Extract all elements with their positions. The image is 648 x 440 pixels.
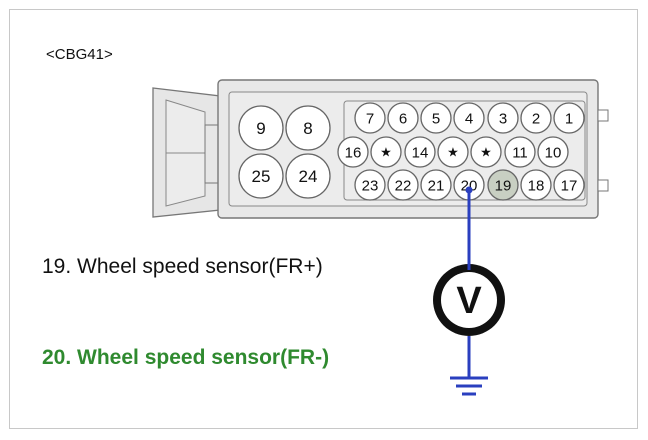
svg-text:19: 19: [495, 177, 512, 194]
svg-text:23: 23: [362, 177, 379, 194]
svg-text:20: 20: [461, 177, 478, 194]
right-notch-bottom: [597, 179, 609, 192]
svg-text:14: 14: [412, 144, 429, 161]
connector-pin-3: 3: [487, 102, 519, 134]
connector-pin-9: 9: [238, 105, 284, 151]
connector-pin-10: 10: [537, 136, 569, 168]
connector-pin-25: 25: [238, 153, 284, 199]
svg-text:24: 24: [299, 167, 318, 186]
connector-pin-21: 21: [420, 169, 452, 201]
svg-text:7: 7: [366, 110, 374, 127]
svg-text:1: 1: [565, 110, 573, 127]
connector-pin-22: 22: [387, 169, 419, 201]
svg-text:11: 11: [512, 144, 528, 161]
connector-pin-23: 23: [354, 169, 386, 201]
connector-pin-2: 2: [520, 102, 552, 134]
svg-text:9: 9: [256, 119, 265, 138]
svg-text:5: 5: [432, 110, 440, 127]
connector-pin-4: 4: [453, 102, 485, 134]
connector-pin-8: 8: [285, 105, 331, 151]
connector-pin-19: 19: [487, 169, 519, 201]
svg-text:10: 10: [545, 144, 562, 161]
connector-pin-14: 14: [404, 136, 436, 168]
connector-pin-16: 16: [337, 136, 369, 168]
svg-text:6: 6: [399, 110, 407, 127]
svg-text:17: 17: [561, 177, 578, 194]
svg-text:25: 25: [252, 167, 271, 186]
legend-line-fr-plus: 19. Wheel speed sensor(FR+): [42, 255, 323, 278]
connector-pin-20: 20: [453, 169, 485, 201]
svg-text:★: ★: [380, 145, 392, 160]
voltmeter-symbol: V: [456, 280, 482, 322]
svg-text:4: 4: [465, 110, 473, 127]
connector-pin-11: 11: [504, 136, 536, 168]
svg-text:2: 2: [532, 110, 540, 127]
connector-pin-blank-4: ★: [470, 136, 502, 168]
connector-pin-6: 6: [387, 102, 419, 134]
legend-line-fr-minus: 20. Wheel speed sensor(FR-): [42, 346, 330, 369]
connector-pin-blank-3: ★: [437, 136, 469, 168]
connector-pin-18: 18: [520, 169, 552, 201]
connector-pin-7: 7: [354, 102, 386, 134]
svg-text:16: 16: [345, 144, 362, 161]
ground-icon: [450, 376, 488, 396]
svg-text:★: ★: [447, 145, 459, 160]
svg-text:★: ★: [480, 145, 492, 160]
connector-pin-blank-1: ★: [370, 136, 402, 168]
connector-pin-17: 17: [553, 169, 585, 201]
connector-pin-1: 1: [553, 102, 585, 134]
voltmeter-face: [441, 272, 497, 328]
svg-text:8: 8: [303, 119, 312, 138]
svg-text:18: 18: [528, 177, 545, 194]
right-notch-top: [597, 109, 609, 122]
probe-contact: [465, 186, 473, 194]
svg-text:3: 3: [499, 110, 507, 127]
connector-pin-5: 5: [420, 102, 452, 134]
diagram-frame: [9, 9, 638, 429]
svg-text:21: 21: [428, 177, 445, 194]
svg-text:22: 22: [395, 177, 412, 194]
connector-pin-24: 24: [285, 153, 331, 199]
large-pin-group: 9 8 25 24: [238, 105, 331, 199]
connector-code-label: <CBG41>: [46, 46, 113, 63]
